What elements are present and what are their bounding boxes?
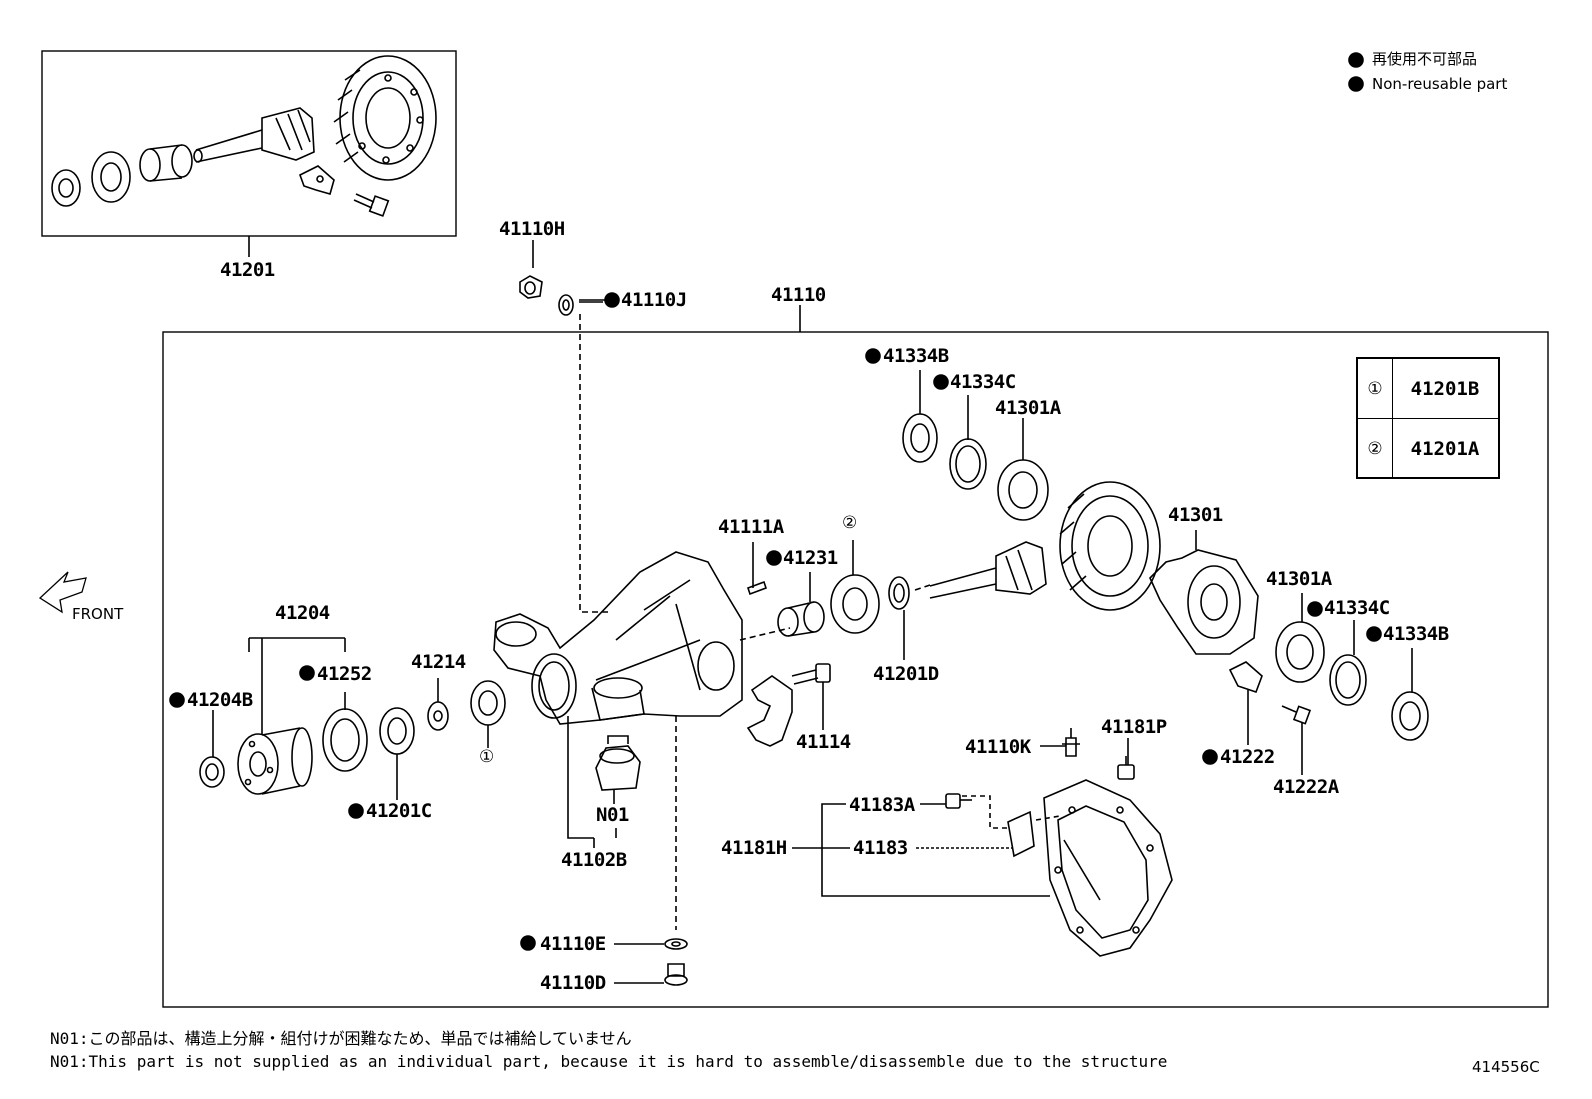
lock-plate-icon (299, 165, 335, 195)
part-label-41110E[interactable]: 41110E (540, 933, 606, 955)
filler-plug-icon (1117, 756, 1135, 780)
side-bearing-right-icon (1275, 621, 1325, 683)
differential-carrier-icon (493, 551, 743, 725)
part-label-41334B-right[interactable]: 41334B (1383, 623, 1449, 645)
front-label: FRONT (72, 605, 124, 623)
part-label-41204B[interactable]: 41204B (187, 689, 253, 711)
breather-valve-icon (1062, 728, 1080, 757)
ring-gear-icon (333, 55, 437, 181)
drive-pinion-main-icon (929, 541, 1047, 599)
washer-icon (427, 701, 449, 731)
part-label-41301A-right[interactable]: 41301A (1266, 568, 1332, 590)
differential-case-icon (1149, 549, 1259, 655)
part-label-41334B-top[interactable]: 41334B (883, 345, 949, 367)
note-en: N01:This part is not supplied as an indi… (50, 1052, 1168, 1071)
carrier-assembly-frame (162, 331, 1549, 1008)
reference-mark-1: ① (479, 747, 495, 767)
front-arrow-icon (38, 571, 87, 614)
name-plate-icon (1007, 810, 1035, 858)
lock-bolt-icon (1281, 705, 1312, 725)
part-label-41301A-top[interactable]: 41301A (995, 397, 1061, 419)
part-label-41301[interactable]: 41301 (1168, 504, 1223, 526)
legend-text-en: Non-reusable part (1372, 75, 1508, 93)
oil-seal-icon (322, 708, 368, 772)
ring-gear-main-icon (1059, 481, 1161, 611)
bolt-icon (353, 193, 390, 217)
side-bearing-icon (997, 459, 1049, 521)
reference-symbol: ② (1358, 419, 1393, 478)
part-label-41181P[interactable]: 41181P (1101, 716, 1167, 738)
reference-table: ① 41201B ② 41201A (1356, 357, 1500, 479)
part-label-41201D[interactable]: 41201D (873, 663, 939, 685)
part-label-41183[interactable]: 41183 (853, 837, 908, 859)
pin-icon (746, 580, 768, 596)
adjusting-washer-icon (949, 438, 987, 490)
pinion-housing-n01-icon (595, 735, 641, 791)
reference-mark-2: ② (842, 513, 858, 533)
part-label-41181H[interactable]: 41181H (721, 837, 787, 859)
bearing-race-icon (777, 601, 825, 637)
drain-bolt-icon (945, 793, 972, 809)
adjusting-nut-icon (902, 413, 938, 463)
adjusting-washer-right-icon (1329, 654, 1367, 706)
part-label-41222A[interactable]: 41222A (1273, 776, 1339, 798)
drive-pinion-icon (193, 107, 315, 163)
part-label-N01[interactable]: N01 (596, 804, 629, 826)
reference-symbol: ① (1358, 359, 1393, 418)
part-label-41334C-right[interactable]: 41334C (1324, 597, 1390, 619)
gasket-ring-icon (558, 294, 574, 316)
lock-plate-right-icon (1228, 661, 1263, 694)
bearing-cap-icon (746, 675, 793, 747)
reference-part-number: 41201A (1410, 437, 1480, 460)
part-label-41111A[interactable]: 41111A (718, 516, 784, 538)
part-label-41110[interactable]: 41110 (771, 284, 826, 306)
part-label-41252[interactable]: 41252 (317, 663, 372, 685)
legend-text-jp: 再使用不可部品 (1372, 50, 1478, 68)
part-label-41204[interactable]: 41204 (275, 602, 330, 624)
part-label-41110H[interactable]: 41110H (499, 218, 565, 240)
ring-pinion-set-frame (41, 50, 457, 237)
note-jp: N01:この部品は、構造上分解・組付けが困難なため、単品では補給していません (50, 1029, 632, 1048)
reference-row: ① 41201B (1358, 359, 1498, 419)
shim-icon (888, 576, 910, 610)
pinion-bearing-icon (830, 574, 880, 634)
drain-plug-icon (664, 963, 688, 986)
drain-gasket-icon (664, 938, 688, 950)
reference-part-number: 41201B (1410, 377, 1480, 400)
part-label-41231[interactable]: 41231 (783, 547, 838, 569)
part-label-41334C-top[interactable]: 41334C (950, 371, 1016, 393)
spacer-icon (139, 144, 193, 182)
part-label-41110J[interactable]: 41110J (621, 289, 687, 311)
part-label-41110K[interactable]: 41110K (965, 736, 1031, 758)
part-label-41201C[interactable]: 41201C (366, 800, 432, 822)
rear-cover-icon (1043, 779, 1173, 957)
part-label-41201[interactable]: 41201 (220, 259, 275, 281)
cap-bolt-icon (791, 663, 831, 685)
bearing-icon (91, 151, 131, 203)
adjusting-nut-right-icon (1391, 691, 1429, 741)
pinion-nut-icon (51, 169, 81, 207)
part-label-41110D[interactable]: 41110D (540, 972, 606, 994)
figure-code: 414556C (1472, 1058, 1540, 1076)
reference-row: ② 41201A (1358, 419, 1498, 478)
flange-nut-icon (199, 756, 225, 788)
spacer-ring-icon (470, 680, 506, 726)
part-label-41222[interactable]: 41222 (1220, 746, 1275, 768)
part-label-41214[interactable]: 41214 (411, 651, 466, 673)
part-label-41114[interactable]: 41114 (796, 731, 851, 753)
breather-plug-icon (519, 275, 543, 299)
legend-dot-en (1348, 76, 1364, 92)
part-label-41183A[interactable]: 41183A (849, 794, 915, 816)
part-label-41102B[interactable]: 41102B (561, 849, 627, 871)
bearing-front-icon (379, 707, 415, 755)
legend-dot-jp (1348, 52, 1364, 68)
companion-flange-icon (237, 727, 313, 795)
